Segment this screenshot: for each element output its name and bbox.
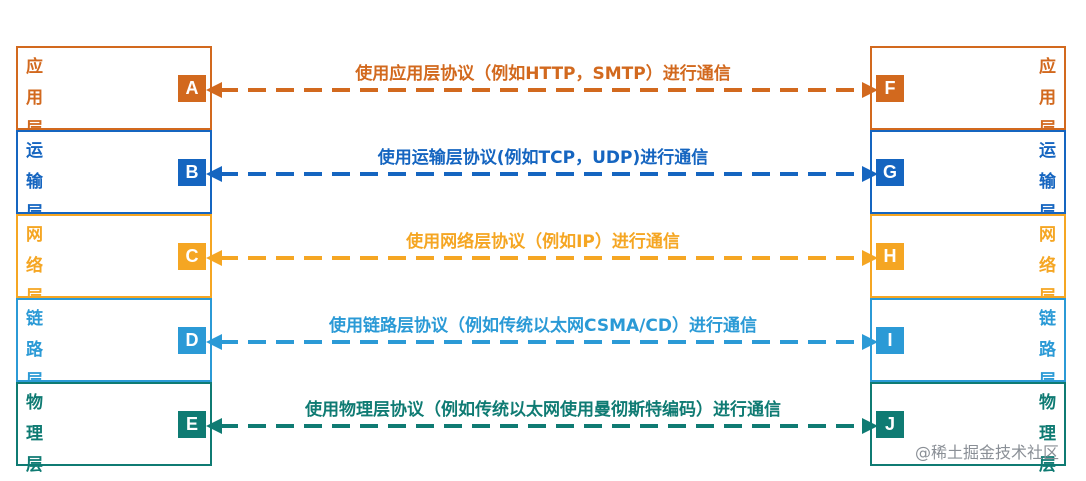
right-layer-badge-physical: J — [876, 411, 904, 438]
arrowhead-left-transport — [206, 166, 222, 182]
right-layer-box-physical: 物理层 J — [870, 382, 1066, 475]
right-layer-badge-network: H — [876, 243, 904, 270]
left-layer-badge-physical: E — [178, 411, 206, 438]
left-layer-box-physical: 物理层 E — [16, 382, 212, 475]
arrowhead-right-transport — [862, 166, 878, 182]
protocol-label-link: 使用链路层协议（例如传统以太网CSMA/CD）进行通信 — [329, 316, 757, 336]
arrowhead-right-application — [862, 82, 878, 98]
left-layer-badge-transport: B — [178, 159, 206, 186]
arrowhead-right-link — [862, 334, 878, 350]
protocol-label-physical: 使用物理层协议（例如传统以太网使用曼彻斯特编码）进行通信 — [305, 400, 781, 420]
arrowhead-left-physical — [206, 418, 222, 434]
watermark: @稀土掘金技术社区 — [915, 443, 1060, 462]
protocol-label-application: 使用应用层协议（例如HTTP，SMTP）进行通信 — [355, 64, 731, 84]
right-layer-name-physical: 物理层 — [1039, 393, 1056, 475]
protocol-label-network: 使用网络层协议（例如IP）进行通信 — [406, 232, 680, 252]
left-layer-badge-application: A — [178, 75, 206, 102]
protocol-label-transport: 使用运输层协议(例如TCP，UDP)进行通信 — [377, 148, 709, 168]
right-layer-badge-application: F — [876, 75, 904, 102]
left-layer-badge-link: D — [178, 327, 206, 354]
arrowhead-left-link — [206, 334, 222, 350]
arrowhead-right-network — [862, 250, 878, 266]
right-layer-badge-transport: G — [876, 159, 904, 186]
left-layer-badge-network: C — [178, 243, 206, 270]
left-layer-name-physical: 物理层 — [26, 393, 43, 475]
arrowhead-right-physical — [862, 418, 878, 434]
arrowhead-left-application — [206, 82, 222, 98]
arrowhead-left-network — [206, 250, 222, 266]
right-layer-badge-link: I — [876, 327, 904, 354]
